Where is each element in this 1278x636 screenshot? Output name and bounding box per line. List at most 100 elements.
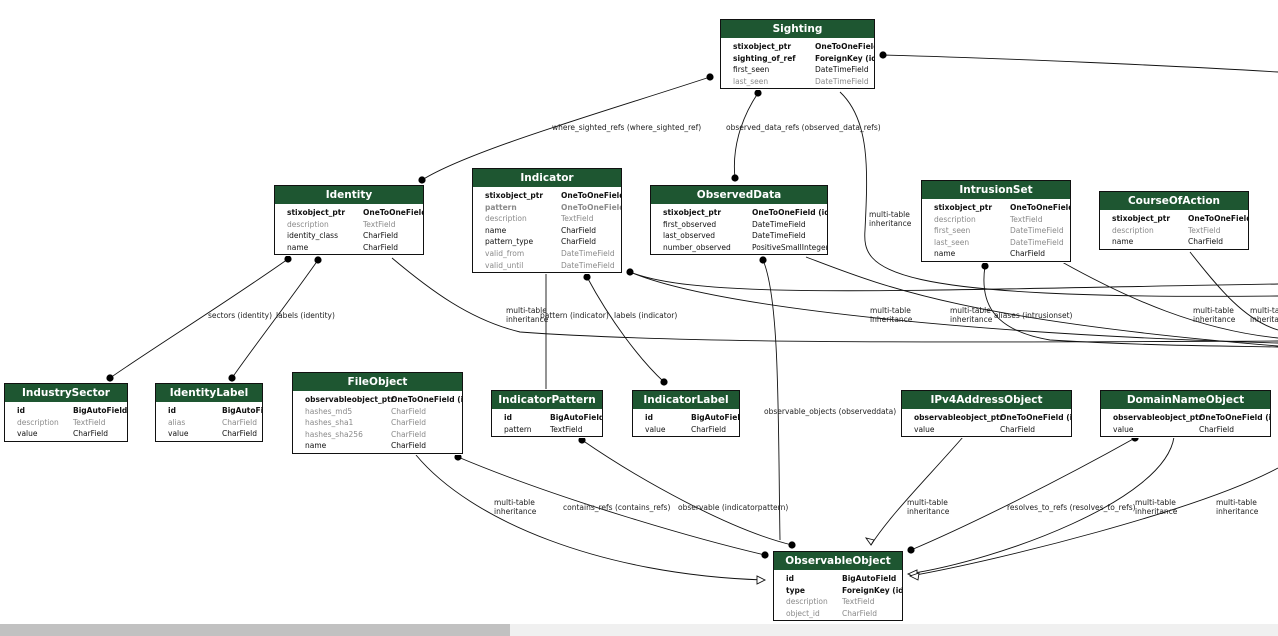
field-type: OneToOneField (id)	[815, 42, 875, 51]
field-name: name	[287, 242, 309, 252]
relation-endpoint-dot	[583, 273, 591, 281]
field-type: OneToOneField (id)	[363, 208, 424, 217]
field-name: name	[305, 441, 327, 451]
field-name: object_id	[786, 608, 820, 618]
inheritance-arrowhead	[756, 575, 767, 585]
model-title: ObservedData	[651, 186, 827, 205]
field-type: CharField	[391, 418, 426, 428]
model-identitylabel[interactable]: IdentityLabelidBigAutoFieldaliasCharFiel…	[155, 383, 263, 442]
field-type: CharField	[561, 237, 596, 247]
edge-label-observed-data: observed_data_refs (observed_data_refs)	[726, 123, 881, 132]
field-name: valid_until	[485, 260, 524, 270]
field-type: TextField	[561, 214, 594, 224]
field-type: CharField	[222, 417, 257, 427]
field-type: DateTimeField	[1010, 226, 1064, 236]
edge-label-mti-intrusion-2: inheritance	[950, 315, 993, 324]
edge-observed-mti	[805, 256, 1278, 347]
edge-sighting-mti	[839, 91, 1278, 297]
field-name: observableobject_ptr	[1113, 413, 1203, 422]
field-name: id	[17, 406, 25, 415]
edge-sectors	[109, 258, 289, 379]
field-type: TextField	[1188, 225, 1221, 235]
field-type: TextField	[842, 597, 875, 607]
field-type: PositiveSmallIntegerField	[752, 242, 827, 252]
edge-intrusion-mti	[1061, 261, 1278, 339]
model-title: IndicatorLabel	[633, 391, 739, 410]
edge-label-mti-observed-2: inheritance	[870, 315, 913, 324]
horizontal-scrollbar[interactable]	[0, 624, 1278, 636]
field-type: CharField	[363, 242, 398, 252]
model-title: IntrusionSet	[922, 181, 1070, 200]
field-type: OneToOneField (id)	[391, 395, 463, 404]
field-name: pattern_type	[485, 237, 534, 247]
relation-endpoint-dot	[454, 453, 462, 461]
field-type: CharField	[1199, 424, 1234, 434]
field-type: TextField	[73, 417, 106, 427]
diagram-canvas[interactable]: where_sighted_refs (where_sighted_ref)ob…	[0, 0, 1278, 622]
model-title: ObservableObject	[774, 552, 902, 571]
field-type: TextField	[363, 219, 396, 229]
field-name: stixobject_ptr	[934, 203, 993, 212]
edge-label-mti-file-1: multi-table	[494, 498, 535, 507]
field-row: valid_until DateTimeField	[473, 260, 621, 272]
field-name: stixobject_ptr	[733, 42, 792, 51]
field-row: value CharField	[156, 428, 262, 440]
field-row: name CharField	[275, 242, 423, 254]
scrollbar-thumb[interactable]	[0, 624, 510, 636]
edge-label-mti-identity-2: inheritance	[506, 315, 549, 324]
model-title: IndustrySector	[5, 384, 127, 403]
field-name: value	[168, 429, 189, 439]
field-type: DateTimeField	[752, 219, 806, 229]
field-type: DateTimeField	[561, 260, 615, 270]
field-type: OneToOneField (id)	[561, 202, 622, 212]
field-name: name	[1112, 237, 1134, 247]
edge-label-mti-ipv4-2: inheritance	[907, 507, 950, 516]
edge-aliases	[983, 265, 1278, 348]
field-type: ForeignKey (id)	[842, 585, 903, 595]
edge-far-mti	[909, 467, 1278, 577]
inheritance-arrowhead	[864, 537, 875, 546]
field-name: description	[786, 597, 828, 607]
edge-sighting-right	[882, 54, 1278, 73]
field-type: BigAutoField	[842, 574, 897, 583]
relation-endpoint-dot	[106, 374, 114, 382]
edge-labels-identity	[231, 259, 319, 379]
field-name: value	[17, 429, 38, 439]
field-type: BigAutoField	[691, 413, 740, 422]
edge-label-mti-sighting-1: multi-table	[869, 210, 910, 219]
edge-observable-pattern	[581, 439, 793, 546]
field-type: BigAutoField	[222, 406, 263, 415]
field-name: description	[17, 417, 59, 427]
field-type: CharField	[842, 608, 877, 618]
edge-label-pattern-indicator: pattern (indicator)	[540, 311, 609, 320]
field-type: CharField	[222, 429, 257, 439]
